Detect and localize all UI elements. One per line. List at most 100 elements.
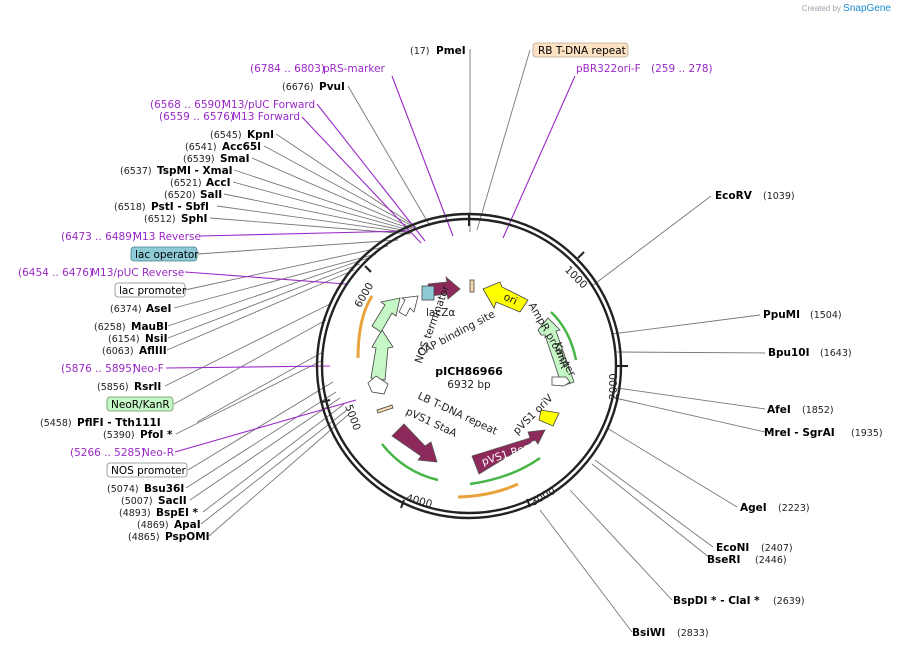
svg-text:NeoR/KanR: NeoR/KanR — [111, 399, 170, 411]
bseri-name[interactable]: BseRI — [707, 554, 740, 566]
snapgene-credit: Created by SnapGene — [801, 3, 891, 14]
svg-text:RB T-DNA repeat: RB T-DNA repeat — [538, 45, 626, 57]
nos-promoter-arrow — [367, 375, 389, 395]
smai-pos: (6539) — [183, 154, 215, 165]
pbr322ori-name[interactable]: pBR322ori-F — [576, 63, 641, 75]
rsrii-pos: (5856) — [97, 382, 129, 393]
sacii-name[interactable]: SacII — [158, 495, 187, 507]
pbr322ori-pos: (259 .. 278) — [651, 63, 713, 75]
afei-pos: (1852) — [802, 405, 834, 416]
neo-r-name[interactable]: Neo-R — [142, 447, 174, 459]
tspmi-pos: (6537) — [120, 166, 152, 177]
sali-name[interactable]: SalI — [200, 189, 222, 201]
pmei-pos: (17) — [410, 46, 430, 57]
mrei-name[interactable]: MreI - SgrAI — [764, 427, 835, 439]
tick-3000: 3000 — [529, 485, 558, 509]
bpu10i-name[interactable]: Bpu10I — [768, 347, 810, 359]
agei-name[interactable]: AgeI — [740, 502, 767, 514]
neo-arrow — [371, 297, 401, 333]
nos-promoter-label[interactable]: NOS promoter — [106, 462, 188, 478]
rsrii-name[interactable]: RsrII — [134, 381, 161, 393]
ppumi-name[interactable]: PpuMI — [763, 309, 800, 321]
repa-arrow — [471, 429, 546, 475]
bspei-name[interactable]: BspEI * — [156, 507, 199, 519]
plasmid-size: 6932 bp — [447, 379, 491, 391]
bsiwi-pos: (2833) — [677, 628, 709, 639]
neo-kanr-label[interactable]: NeoR/KanR — [106, 396, 174, 412]
pflfi-name[interactable]: PflFI - Tth111I — [77, 417, 161, 429]
acc65i-name[interactable]: Acc65I — [222, 141, 261, 153]
neo-f-name[interactable]: Neo-F — [133, 363, 164, 375]
tick-6000: 6000 — [353, 281, 377, 310]
band-kanr — [550, 311, 578, 361]
svg-text:lac operator: lac operator — [135, 249, 199, 261]
bpu10i-pos: (1643) — [820, 348, 852, 359]
nos-terminator-arrow — [370, 329, 394, 381]
econi-name[interactable]: EcoNI — [716, 542, 749, 554]
svg-text:lac promoter: lac promoter — [119, 285, 187, 297]
maubi-name[interactable]: MauBI — [131, 321, 168, 333]
tick-4000: 4000 — [405, 492, 434, 511]
lac-promoter-label[interactable]: lac promoter — [114, 282, 187, 298]
pspomi-name[interactable]: PspOMI — [165, 531, 210, 543]
lac-operator-box — [421, 285, 435, 301]
afei-name[interactable]: AfeI — [767, 404, 791, 416]
bseri-pos: (2446) — [755, 555, 787, 566]
nsii-pos: (6154) — [108, 334, 140, 345]
m13-forward-pos: (6559 .. 6576) — [159, 111, 234, 123]
pmei-name[interactable]: PmeI — [436, 45, 466, 57]
rb-box — [469, 279, 475, 293]
pvui-pos: (6676) — [282, 82, 314, 93]
pflfi-pos: (5458) — [40, 418, 72, 429]
pfoi-name[interactable]: PfoI * — [140, 429, 173, 441]
ori-label: ori — [502, 291, 519, 308]
smai-name[interactable]: SmaI — [220, 153, 250, 165]
m13-reverse-name[interactable]: M13 Reverse — [133, 231, 201, 243]
ecorv-pos: (1039) — [763, 191, 795, 202]
m13-puc-forward-pos: (6568 .. 6590) — [150, 99, 225, 111]
sphi-pos: (6512) — [144, 214, 176, 225]
pvui-name[interactable]: PvuI — [319, 81, 345, 93]
m13-puc-reverse-name[interactable]: M13/pUC Reverse — [91, 267, 184, 279]
bsu36i-name[interactable]: Bsu36I — [144, 483, 184, 495]
bspei-pos: (4893) — [119, 508, 151, 519]
neo-f-pos: (5876 .. 5895) — [61, 363, 136, 375]
lac-operator-label[interactable]: lac operator — [130, 246, 199, 262]
leader-lines — [164, 49, 766, 633]
nsii-name[interactable]: NsiI — [145, 333, 168, 345]
kpni-name[interactable]: KpnI — [247, 129, 274, 141]
bspdi-pos: (2639) — [773, 596, 805, 607]
asei-name[interactable]: AseI — [146, 303, 171, 315]
ppumi-pos: (1504) — [810, 310, 842, 321]
band-repa — [457, 482, 519, 499]
psti-pos: (6518) — [114, 202, 146, 213]
staa-arrow — [391, 423, 438, 463]
primer-leaders — [165, 75, 576, 453]
lac-promoter-arrow — [398, 295, 419, 317]
sphi-name[interactable]: SphI — [181, 213, 207, 225]
primer-band-neo — [356, 295, 374, 359]
kanr-arrow — [537, 317, 575, 387]
apai-pos: (4869) — [137, 520, 169, 531]
agei-pos: (2223) — [778, 503, 810, 514]
lacz-label: lacZα — [426, 307, 455, 319]
ori-arrow — [482, 281, 529, 313]
band-repa-green — [469, 456, 541, 486]
acci-name[interactable]: AccI — [206, 177, 230, 189]
acci-pos: (6521) — [170, 178, 202, 189]
tspmi-name[interactable]: TspMI - XmaI — [157, 165, 233, 177]
ecorv-name[interactable]: EcoRV — [715, 190, 753, 202]
m13-forward-name[interactable]: M13 Forward — [232, 111, 300, 123]
rb-tdna-label[interactable]: RB T-DNA repeat — [532, 42, 629, 58]
psti-name[interactable]: PstI - SbfI — [151, 201, 209, 213]
lb-box — [376, 404, 394, 414]
bsiwi-name[interactable]: BsiWI — [632, 627, 665, 639]
m13-puc-forward-name[interactable]: M13/pUC Forward — [222, 99, 315, 111]
afliii-name[interactable]: AflIII — [139, 345, 167, 357]
bspdi-name[interactable]: BspDI * - ClaI * — [673, 595, 760, 607]
mrei-pos: (1935) — [851, 428, 883, 439]
prs-marker-name[interactable]: pRS-marker — [323, 63, 386, 75]
apai-name[interactable]: ApaI — [174, 519, 201, 531]
